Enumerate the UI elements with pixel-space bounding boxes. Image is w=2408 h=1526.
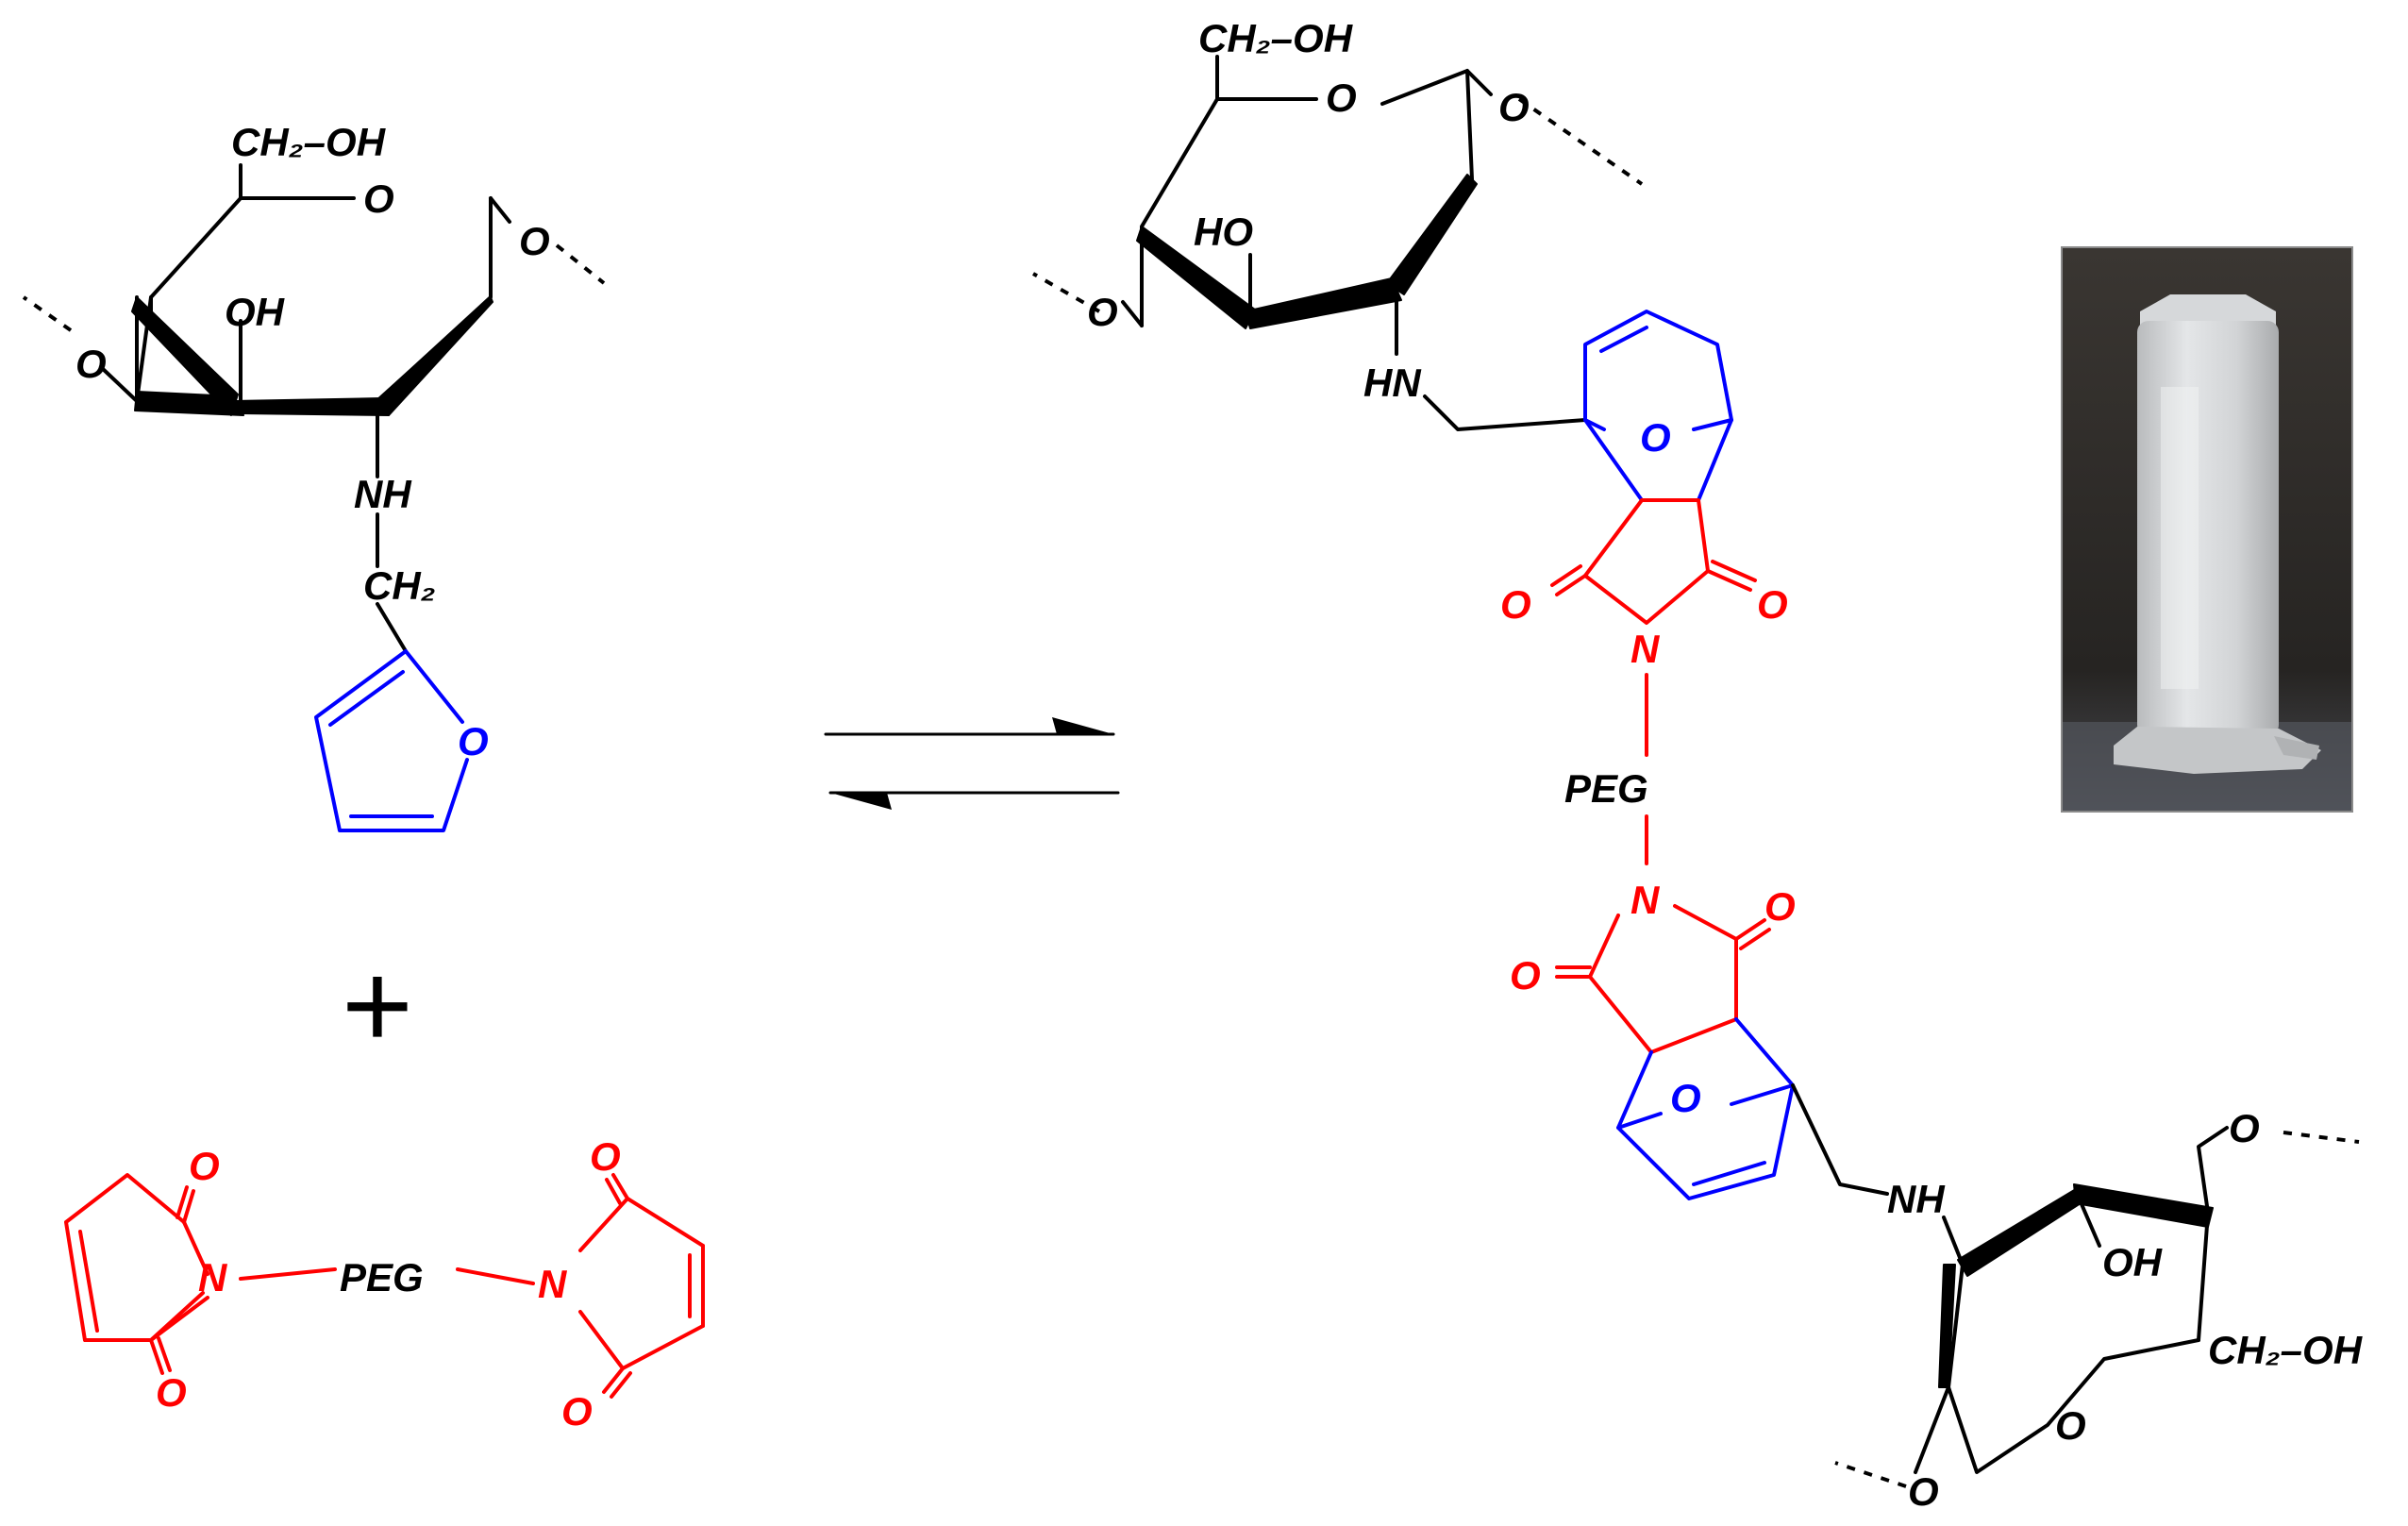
maleimide-right-oxygen-top: O <box>590 1134 621 1179</box>
top-succinimide-ring <box>1550 498 1757 757</box>
chitosan-hydroxyl-label: OH <box>225 290 286 334</box>
top-bridge-oxygen: O <box>1640 415 1671 460</box>
product-top-ch2oh-label: CH₂–OH <box>1198 16 1354 60</box>
bottom-imide-oxygen-right: O <box>1764 884 1796 929</box>
top-imide-oxygen-left: O <box>1500 582 1531 627</box>
chitosan-amine-label: NH <box>354 472 412 516</box>
plus-sign: + <box>342 936 413 1074</box>
product-bottom-glycosidic-oxygen-bottom: O <box>1908 1469 1939 1514</box>
maleimide-right-nitrogen: N <box>538 1262 568 1306</box>
chitosan-ring-oxygen: O <box>363 176 394 221</box>
product-bottom-ch2oh-label: CH₂–OH <box>2208 1328 2364 1372</box>
top-oxanorbornene-ring <box>1583 310 1733 502</box>
bismaleimide-peg <box>64 1173 705 1399</box>
maleimide-right-oxygen-bottom: O <box>561 1389 593 1434</box>
bottom-oxanorbornene-ring <box>1616 1017 1795 1200</box>
bottom-imide-nitrogen: N <box>1630 878 1661 922</box>
bottom-bridge-oxygen: O <box>1670 1076 1701 1120</box>
top-imide-nitrogen: N <box>1630 627 1661 671</box>
product-bottom-amine-label: NH <box>1887 1177 1946 1221</box>
hydrogel-vial-photo <box>2061 246 2353 813</box>
product-bottom-ring-oxygen: O <box>2055 1403 2086 1448</box>
maleimide-left-oxygen-bottom: O <box>156 1370 187 1415</box>
product-bottom-hydroxyl-label: OH <box>2102 1240 2164 1284</box>
maleimide-left-oxygen-top: O <box>189 1144 220 1188</box>
chitosan-methylene-label: CH₂ <box>363 563 436 608</box>
glycosidic-oxygen-left: O <box>75 342 107 386</box>
bottom-imide-oxygen-left: O <box>1510 953 1541 998</box>
furan-ring <box>314 649 469 832</box>
product-top-chitosan-unit <box>1032 55 1644 431</box>
product-top-ring-oxygen: O <box>1326 75 1357 120</box>
product-top-glycosidic-oxygen-left: O <box>1087 290 1118 334</box>
top-imide-oxygen-right: O <box>1757 582 1788 627</box>
peg-linker-label: PEG <box>340 1255 424 1300</box>
product-peg-linker-label: PEG <box>1564 766 1648 811</box>
product-top-amine-label: HN <box>1363 361 1422 405</box>
furfuryl-chitosan-unit <box>22 163 606 653</box>
product-bottom-glycosidic-oxygen-top: O <box>2229 1106 2260 1150</box>
product-bottom-chitosan-unit <box>1791 1083 2360 1488</box>
bottom-succinimide-ring <box>1555 814 1771 1054</box>
chitosan-ch2oh-label: CH₂–OH <box>231 120 387 164</box>
product-top-hydroxyl-label: HO <box>1194 210 1253 254</box>
equilibrium-arrows <box>824 717 1120 810</box>
glycosidic-oxygen-right: O <box>519 219 550 263</box>
furan-oxygen: O <box>458 719 489 763</box>
product-top-glycosidic-oxygen-right: O <box>1498 85 1530 129</box>
maleimide-left-nitrogen: N <box>198 1255 228 1300</box>
